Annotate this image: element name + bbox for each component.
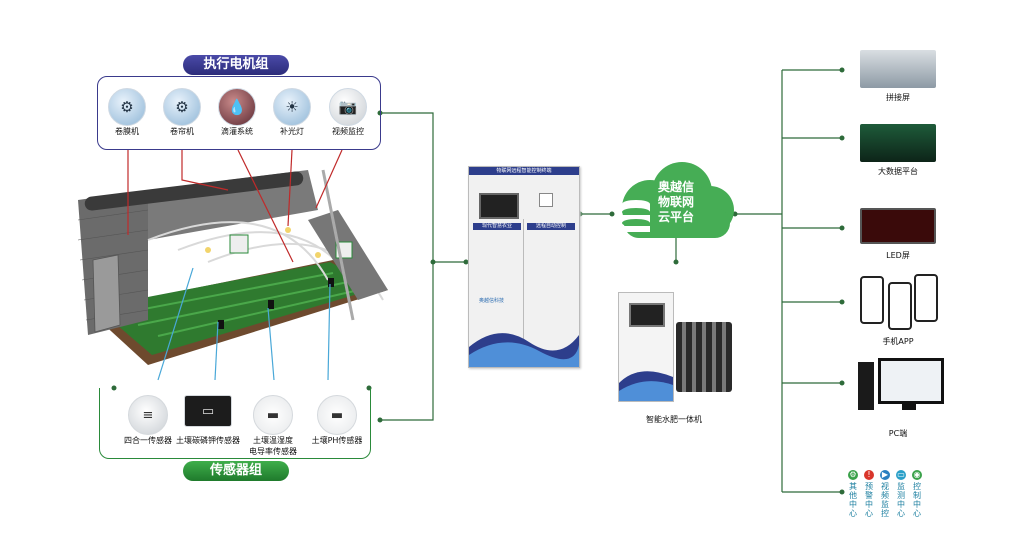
output-led-screen: LED屏	[858, 208, 938, 261]
drip-irrigation-icon: 💧	[218, 88, 256, 126]
actuator-grow-light: ☀ 补光灯	[270, 88, 314, 137]
actuator-drip-irrigation: 💧 滴灌系统	[215, 88, 259, 137]
actuator-curtain-roller: ⚙ 卷帘机	[160, 88, 204, 137]
sensor-group-title: 传感器组	[183, 461, 289, 481]
phone-2	[888, 282, 912, 330]
output-label: 手机APP	[882, 337, 914, 346]
center-label: 预警中心	[865, 482, 873, 518]
sensor-soil-ph: ▬ 土壤PH传感器	[292, 395, 382, 446]
fertigation-machine	[618, 292, 734, 404]
cloud-line-2: 物联网	[658, 195, 695, 209]
fertigation-screen	[629, 303, 665, 327]
fertigation-label: 智能水肥一体机	[646, 415, 702, 424]
cabinet-touchscreen	[479, 193, 519, 219]
output-mobile-app: 手机APP	[852, 272, 944, 347]
center-label: 其他中心	[849, 482, 857, 518]
sensor-label-line2: 电导率传感器	[249, 447, 297, 456]
gear-icon: ⚙	[848, 470, 858, 480]
sensor-group-frame	[99, 388, 371, 459]
film-roller-icon: ⚙	[108, 88, 146, 126]
actuator-film-roller: ⚙ 卷膜机	[105, 88, 149, 137]
sensor-soil-npk: ▭ 土壤碳磷钾传感器	[163, 395, 253, 446]
led-screen-icon	[860, 208, 936, 244]
cloud-line-3: 云平台	[658, 210, 695, 224]
sensor-label: 四合一传感器	[124, 436, 172, 445]
cabinet-wave-graphic	[469, 333, 579, 367]
actuator-label: 滴灌系统	[221, 127, 253, 136]
actuator-label: 卷帘机	[170, 127, 194, 136]
mobile-app-icon	[852, 272, 944, 330]
cabinet-header: 物联网远程智能控制终端	[469, 167, 579, 175]
four-in-one-sensor-icon: ≡	[128, 395, 168, 435]
soil-npk-sensor-icon: ▭	[184, 395, 232, 427]
cabinet-panel-right: 远程自动控制	[527, 223, 575, 230]
video-wall-icon	[860, 50, 936, 88]
video-icon: ▶	[880, 470, 890, 480]
phone-1	[860, 276, 884, 324]
sensor-label: 土壤PH传感器	[311, 436, 363, 445]
alert-icon: !	[864, 470, 874, 480]
center-control: ◉ 控制中心	[910, 470, 924, 518]
actuator-label: 补光灯	[280, 127, 304, 136]
center-label: 控制中心	[913, 482, 921, 518]
cabinet-brand: 奥越信科技	[479, 298, 505, 304]
fertigation-wave-graphic	[619, 371, 673, 401]
center-label: 视频监控	[881, 482, 889, 518]
sensor-soil-temp-humidity: ▬ 土壤温湿度 电导率传感器	[228, 395, 318, 457]
output-label: 拼接屏	[886, 93, 910, 102]
actuator-label: 卷膜机	[115, 127, 139, 136]
cabinet-panel-left: 现代智慧农业	[473, 223, 521, 230]
actuator-group-frame	[97, 76, 381, 150]
soil-temp-humidity-sensor-icon: ▬	[253, 395, 293, 435]
pc-stand	[902, 402, 916, 410]
sensor-label: 土壤温湿度	[253, 436, 293, 445]
sensor-four-in-one: ≡ 四合一传感器	[103, 395, 193, 446]
camera-icon: 📷	[329, 88, 367, 126]
sensor-label: 土壤碳磷钾传感器	[176, 436, 240, 445]
curtain-roller-icon: ⚙	[163, 88, 201, 126]
pc-screen	[878, 358, 944, 404]
center-other: ⚙ 其他中心	[846, 470, 860, 518]
greenhouse-illustration	[78, 150, 388, 381]
monitor-icon: ▭	[896, 470, 906, 480]
grow-light-icon: ☀	[273, 88, 311, 126]
big-data-dashboard-icon	[860, 124, 936, 162]
center-alert: ! 预警中心	[862, 470, 876, 518]
output-video-wall: 拼接屏	[858, 50, 938, 103]
fertigation-cabinet	[618, 292, 674, 402]
cloud-platform-icon	[622, 162, 734, 238]
output-label: 大数据平台	[878, 167, 918, 176]
output-big-data: 大数据平台	[858, 124, 938, 177]
soil-ph-sensor-icon: ▬	[317, 395, 357, 435]
output-label: PC端	[888, 429, 908, 438]
actuator-label: 视频监控	[332, 127, 364, 136]
actuator-group-title: 执行电机组	[183, 55, 289, 75]
output-label: LED屏	[886, 251, 910, 260]
phone-3	[914, 274, 938, 322]
output-pc: PC端	[852, 356, 944, 439]
actuator-camera: 📷 视频监控	[326, 88, 370, 137]
cabinet-divider	[523, 219, 524, 365]
fertigation-pipes	[676, 322, 732, 392]
center-label: 监测中心	[897, 482, 905, 518]
control-cabinet: 物联网远程智能控制终端 现代智慧农业 远程自动控制 奥越信科技	[468, 166, 580, 368]
center-monitor: ▭ 监测中心	[894, 470, 908, 518]
pc-monitor-icon	[852, 356, 944, 416]
control-icon: ◉	[912, 470, 922, 480]
cloud-line-1: 奥越信	[658, 180, 695, 194]
center-video: ▶ 视频监控	[878, 470, 892, 518]
cabinet-meter	[539, 193, 553, 207]
pc-tower	[858, 362, 874, 410]
